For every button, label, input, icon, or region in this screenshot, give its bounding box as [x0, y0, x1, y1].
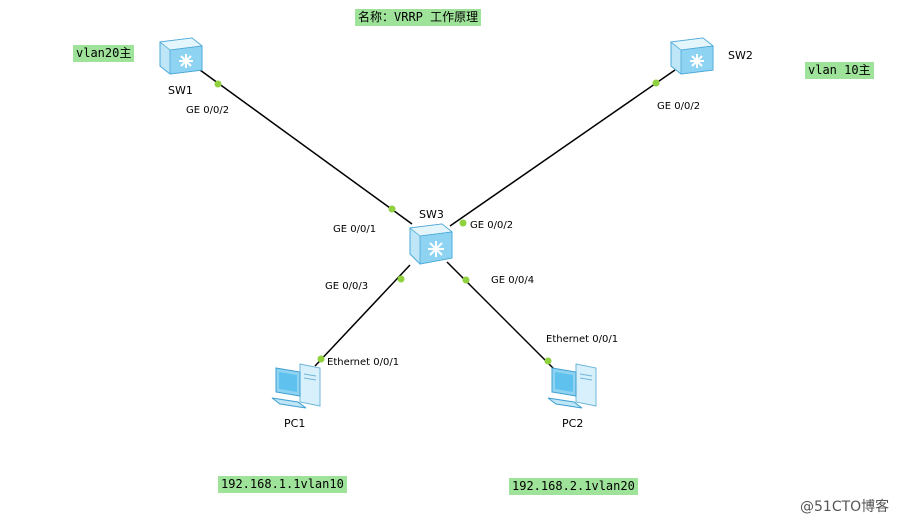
- switch-icon-sw3[interactable]: [406, 220, 456, 268]
- sw2-vlan-note: vlan 10主: [805, 62, 874, 79]
- port-label-sw2-ge002: GE 0/0/2: [657, 101, 701, 112]
- pc2-ip-note: 192.168.2.1vlan20: [509, 478, 638, 495]
- port-label-sw3-ge002: GE 0/0/2: [470, 220, 514, 231]
- port-dot-pc1: [317, 355, 325, 363]
- watermark: @51CTO博客: [800, 499, 890, 515]
- port-dot-pc2: [544, 357, 552, 365]
- device-label-sw2: SW2: [728, 49, 753, 62]
- pc-icon-pc2[interactable]: [546, 360, 602, 416]
- pc-icon-pc1[interactable]: [270, 360, 326, 416]
- link-sw1-sw3: [199, 69, 413, 225]
- sw1-vlan-note: vlan20主: [73, 45, 135, 62]
- port-dot-sw2: [652, 79, 660, 87]
- port-dot-sw3-ge004: [462, 276, 470, 284]
- device-label-sw1: SW1: [168, 84, 193, 97]
- device-label-pc1: PC1: [284, 417, 306, 430]
- port-label-pc1-eth: Ethernet 0/0/1: [327, 357, 400, 368]
- port-label-sw3-ge001: GE 0/0/1: [333, 224, 377, 235]
- port-label-pc2-eth: Ethernet 0/0/1: [546, 334, 619, 345]
- pc1-ip-note: 192.168.1.1vlan10: [218, 476, 347, 493]
- port-label-sw3-ge003: GE 0/0/3: [325, 281, 369, 292]
- link-sw3-pc1: [314, 264, 411, 367]
- port-dot-sw3-ge002: [459, 219, 467, 227]
- port-label-sw3-ge004: GE 0/0/4: [491, 275, 535, 286]
- port-label-sw1-ge002: GE 0/0/2: [186, 105, 230, 116]
- device-label-sw3: SW3: [419, 208, 444, 221]
- switch-icon-sw2[interactable]: [667, 34, 717, 78]
- device-label-pc2: PC2: [562, 417, 584, 430]
- diagram-title: 名称：VRRP 工作原理: [355, 9, 482, 26]
- port-dot-sw3-ge003: [397, 275, 405, 283]
- link-sw2-sw3: [449, 69, 676, 227]
- port-dot-sw1: [214, 80, 222, 88]
- switch-icon-sw1[interactable]: [156, 34, 206, 78]
- port-dot-sw3-ge001: [388, 205, 396, 213]
